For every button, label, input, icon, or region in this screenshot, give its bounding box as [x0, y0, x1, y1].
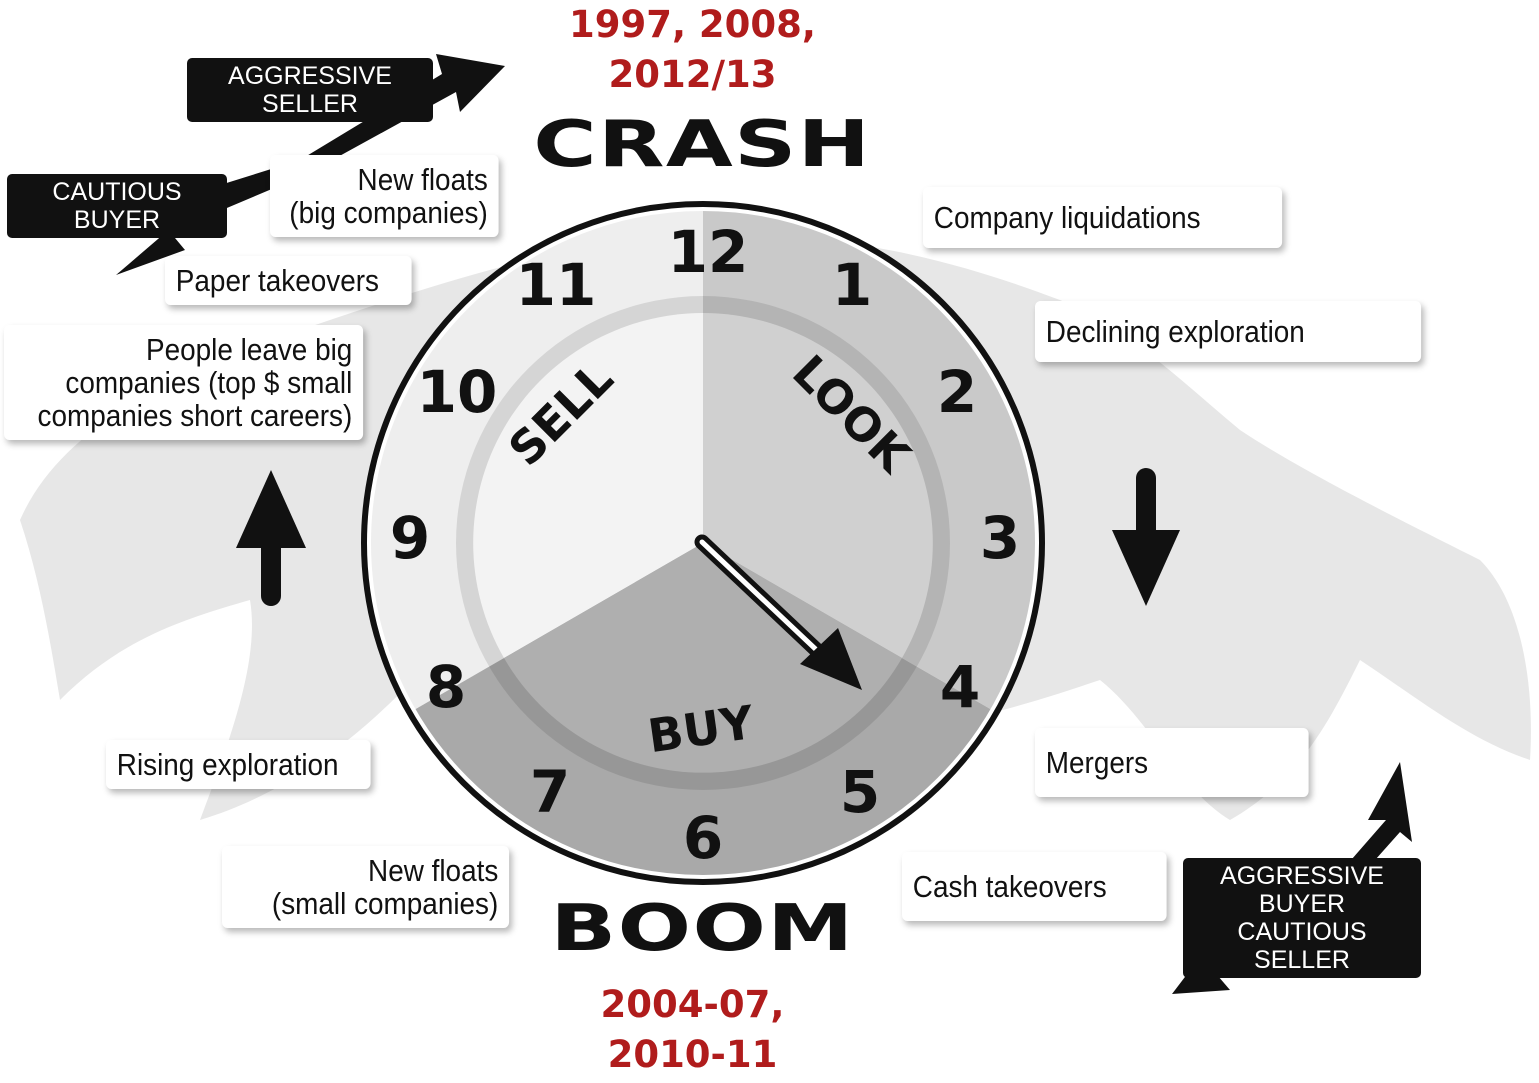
crash-years-line-1: 1997, 2008, — [569, 3, 816, 46]
label-new-floats-small-line-2: (small companies) — [271, 886, 499, 921]
up-arrow — [236, 470, 306, 606]
boom-years-line-1: 2004-07, — [600, 983, 785, 1026]
clock-hand — [694, 534, 862, 690]
numeral-9: 9 — [390, 504, 430, 572]
down-arrow — [1112, 468, 1180, 606]
label-new-floats-small: New floats (small companies) — [222, 846, 510, 928]
clock — [361, 201, 1045, 885]
tag-cautious-buyer: CAUTIOUS BUYER — [7, 174, 227, 238]
tag-aggressive-buyer-cautious-seller: AGGRESSIVE BUYER CAUTIOUS SELLER — [1183, 858, 1421, 978]
sector-sell-inner — [473, 313, 703, 658]
sector-buy-inner — [504, 543, 902, 773]
label-new-floats-big-line-2: (big companies) — [289, 195, 488, 230]
crash-years-line-2: 2012/13 — [608, 53, 777, 96]
clock-numerals: 12 1 2 3 4 5 6 7 8 9 10 11 — [390, 218, 1020, 872]
tag-aggressive-buyer: AGGRESSIVE BUYER — [1220, 862, 1384, 918]
label-people-leave-line-2: companies (top $ small — [65, 365, 353, 400]
label-mergers: Mergers — [1035, 728, 1309, 797]
sector-look-inner — [703, 313, 933, 658]
boom-years: 2004-07, 2010-11 — [570, 980, 815, 1080]
label-people-leave-line-1: People leave big — [145, 332, 353, 367]
tag-cautious-seller: CAUTIOUS SELLER — [1237, 918, 1367, 974]
label-people-leave-line-3: companies short careers) — [37, 398, 353, 433]
numeral-11: 11 — [516, 251, 597, 319]
label-new-floats-big-line-1: New floats — [357, 162, 488, 197]
numeral-3: 3 — [980, 504, 1020, 572]
numeral-5: 5 — [840, 758, 880, 826]
tag-aggressive-seller: AGGRESSIVE SELLER — [187, 58, 433, 122]
numeral-6: 6 — [683, 804, 723, 872]
numeral-1: 1 — [832, 251, 872, 319]
numeral-8: 8 — [426, 653, 466, 721]
boom-years-line-2: 2010-11 — [607, 1033, 778, 1076]
label-new-floats-big: New floats (big companies) — [270, 155, 499, 237]
numeral-12: 12 — [668, 218, 749, 286]
label-people-leave: People leave big companies (top $ small … — [4, 325, 364, 440]
label-paper-takeovers: Paper takeovers — [165, 256, 412, 305]
numeral-7: 7 — [530, 758, 570, 826]
numeral-4: 4 — [940, 653, 980, 721]
crash-heading: CRASH — [533, 108, 872, 182]
crash-years: 1997, 2008, 2012/13 — [560, 0, 825, 100]
label-rising-exploration: Rising exploration — [106, 740, 371, 789]
numeral-2: 2 — [937, 358, 977, 426]
label-company-liquidations: Company liquidations — [923, 187, 1283, 248]
numeral-10: 10 — [417, 358, 498, 426]
label-declining-exploration: Declining exploration — [1035, 301, 1422, 362]
label-cash-takeovers: Cash takeovers — [902, 852, 1167, 921]
label-new-floats-small-line-1: New floats — [368, 853, 499, 888]
boom-heading: BOOM — [550, 892, 855, 966]
